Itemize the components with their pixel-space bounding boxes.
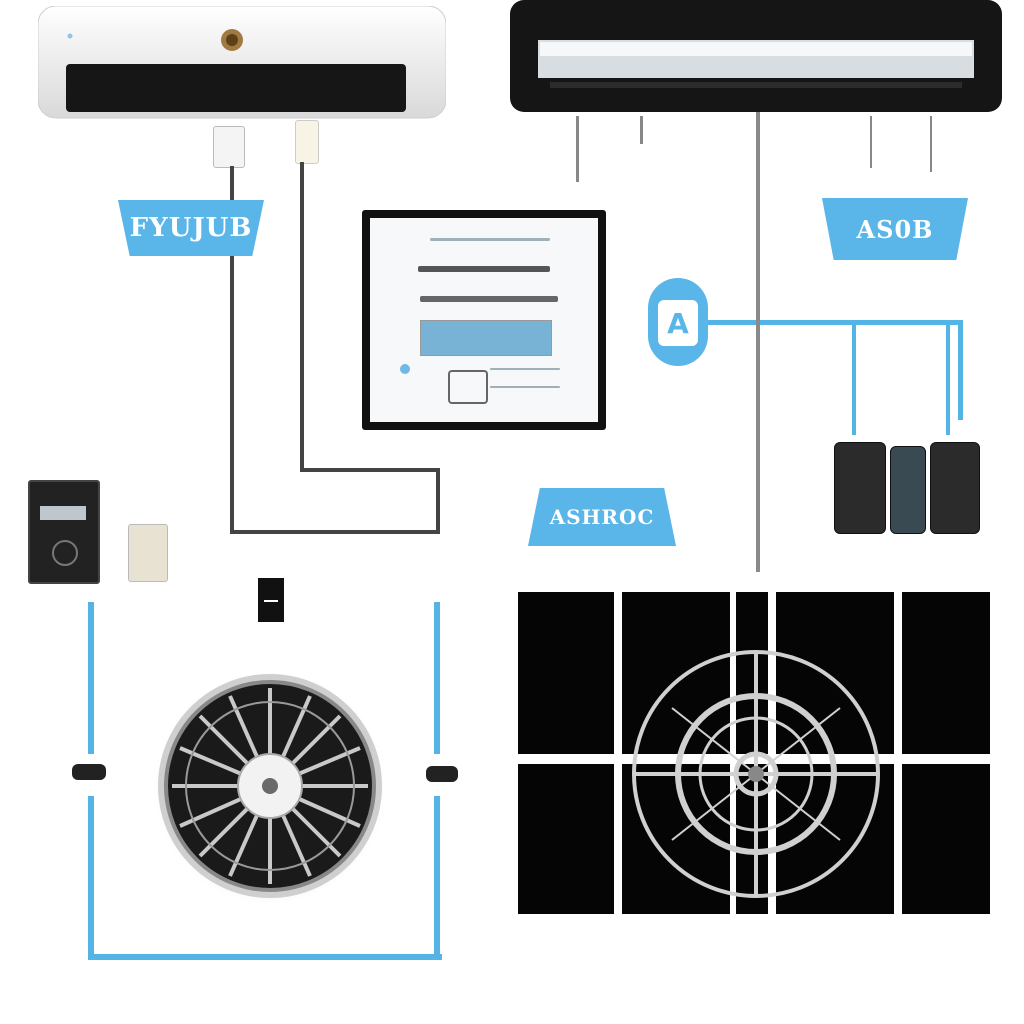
wall-controller-knob xyxy=(52,540,78,566)
right-banner-label: AS0B xyxy=(856,214,934,244)
wire-inner-horizontal xyxy=(300,468,440,472)
fan-unit-left xyxy=(150,668,390,908)
panel-line-4 xyxy=(490,368,560,370)
ceiling-drop-3 xyxy=(870,116,872,168)
ceiling-drop-4 xyxy=(930,116,932,172)
panel-indicator xyxy=(400,364,410,374)
sensor-modules-icon xyxy=(832,432,980,536)
blue-wire-drop-2 xyxy=(946,325,950,435)
control-screen-icon xyxy=(370,218,598,422)
filter-cartridge xyxy=(128,524,168,582)
panel-line-3 xyxy=(420,296,558,302)
small-switch xyxy=(258,578,284,622)
thermostat-label: A xyxy=(667,306,689,340)
ceiling-cassette-unit xyxy=(510,0,1002,116)
small-switch-bar xyxy=(264,600,278,602)
thermostat: A xyxy=(648,278,708,366)
left-banner-label: FYUJUB xyxy=(129,213,253,243)
left-banner: FYUJUB xyxy=(118,200,264,256)
blue-wire-end xyxy=(958,320,963,420)
fan-bracket-right-top xyxy=(434,602,440,754)
panel-graph xyxy=(420,320,552,356)
wire-left-vertical xyxy=(230,166,234,534)
panel-line-2 xyxy=(418,266,550,272)
blue-wire-horizontal xyxy=(708,320,962,325)
panel-widget xyxy=(448,370,488,404)
fan-bracket-right-bottom xyxy=(434,796,440,960)
control-panel xyxy=(362,210,606,430)
outdoor-fan-unit-icon xyxy=(512,588,996,922)
fan-icon xyxy=(152,670,388,906)
thermostat-icon: A xyxy=(658,300,698,346)
bracket-clip-right xyxy=(426,766,458,782)
ceiling-cassette-icon xyxy=(510,0,1002,112)
center-banner-label: ASHROC xyxy=(549,505,655,529)
wall-controller-display xyxy=(40,506,86,520)
wire-inner-vertical xyxy=(300,162,304,472)
blue-wire-drop-1 xyxy=(852,325,856,435)
wall-controller xyxy=(28,480,100,584)
outdoor-unit xyxy=(512,588,996,922)
fan-bracket-left-bottom xyxy=(88,796,94,960)
wire-right-vertical xyxy=(436,468,440,534)
connector-plug-right xyxy=(295,120,319,164)
fan-bracket-bottom xyxy=(88,954,442,960)
indoor-ac-unit-icon xyxy=(37,5,447,119)
sensor-module-1 xyxy=(834,442,886,534)
fan-bracket-left-top xyxy=(88,602,94,754)
wire-bottom-horizontal xyxy=(230,530,440,534)
ceiling-drop-1 xyxy=(576,116,579,182)
ceiling-main-wire xyxy=(756,112,760,572)
center-banner: ASHROC xyxy=(528,488,676,546)
panel-line-1 xyxy=(430,238,550,241)
sensor-module-3 xyxy=(930,442,980,534)
split-ac-unit xyxy=(37,5,447,124)
sensor-module-2 xyxy=(890,446,926,534)
connector-plug-left xyxy=(213,126,245,168)
bracket-clip-left xyxy=(72,764,106,780)
ceiling-drop-2 xyxy=(640,116,643,144)
panel-line-5 xyxy=(490,386,560,388)
right-banner: AS0B xyxy=(822,198,968,260)
